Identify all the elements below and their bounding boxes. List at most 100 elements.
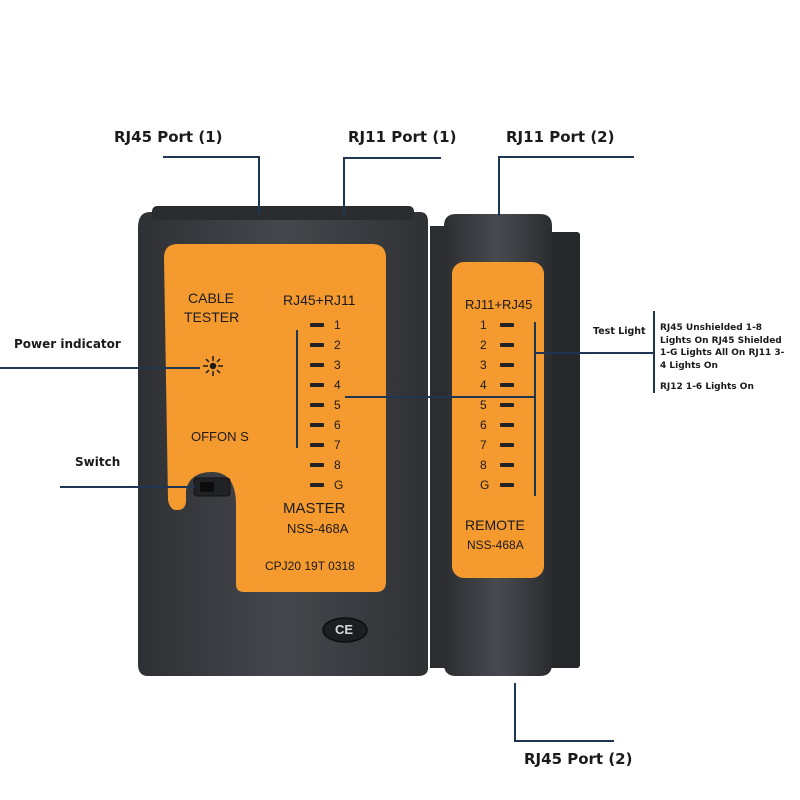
master-led bbox=[310, 363, 324, 367]
master-led-number: 8 bbox=[334, 458, 341, 472]
master-orange-panel bbox=[164, 244, 386, 592]
master-ports-label: RJ45+RJ11 bbox=[283, 292, 356, 308]
rj11-port-2-leader bbox=[498, 156, 634, 158]
rj45-port-2-label: RJ45 Port (2) bbox=[524, 750, 633, 768]
rj45-port-2-leader-v bbox=[514, 683, 516, 741]
remote-led-number: 5 bbox=[480, 398, 487, 412]
remote-led bbox=[500, 403, 514, 407]
remote-led-row: 4 bbox=[480, 378, 514, 392]
rj11-port-1-leader bbox=[343, 157, 441, 159]
master-led-row: 8 bbox=[310, 458, 348, 472]
master-led-row: 4 bbox=[310, 378, 348, 392]
rj11-port-1-label: RJ11 Port (1) bbox=[348, 128, 457, 146]
master-title-line1: CABLE bbox=[188, 290, 234, 306]
master-name: MASTER bbox=[283, 500, 346, 517]
master-led bbox=[310, 463, 324, 467]
remote-led-row: G bbox=[480, 478, 514, 492]
remote-led bbox=[500, 423, 514, 427]
master-led-bracket-mid bbox=[296, 396, 298, 398]
master-led bbox=[310, 403, 324, 407]
rj11-port-2-leader-v bbox=[498, 156, 500, 216]
master-led-number: 7 bbox=[334, 438, 341, 452]
remote-orange-panel bbox=[452, 262, 544, 578]
master-led-row: 6 bbox=[310, 418, 348, 432]
test-light-link bbox=[345, 396, 534, 398]
master-led-row: 2 bbox=[310, 338, 348, 352]
remote-led-number: 2 bbox=[480, 338, 487, 352]
note-line: 4 Lights On bbox=[660, 360, 718, 371]
remote-rail bbox=[548, 232, 580, 668]
power-switch-knob bbox=[200, 482, 214, 492]
remote-led bbox=[500, 363, 514, 367]
rj11-port-1-leader-v bbox=[343, 157, 345, 215]
switch-label: Switch bbox=[75, 455, 121, 469]
power-indicator-label: Power indicator bbox=[14, 337, 121, 351]
master-led bbox=[310, 483, 324, 487]
remote-led-number: 3 bbox=[480, 358, 487, 372]
remote-led-number: 6 bbox=[480, 418, 487, 432]
test-light-label: Test Light bbox=[593, 326, 646, 337]
remote-led bbox=[500, 443, 514, 447]
note-line: 1-G Lights All On RJ11 3- bbox=[660, 348, 785, 358]
remote-led-bracket bbox=[534, 322, 536, 496]
master-led-row: 1 bbox=[310, 318, 348, 332]
remote-led bbox=[500, 323, 514, 327]
remote-led-number: 1 bbox=[480, 318, 487, 332]
master-led-row: 5 bbox=[310, 398, 348, 412]
rj45-port-2-leader bbox=[514, 740, 614, 742]
ce-mark: CE bbox=[335, 622, 354, 637]
master-led-number: 6 bbox=[334, 418, 341, 432]
remote-led-row: 8 bbox=[480, 458, 514, 472]
rj45-port-1-leader bbox=[163, 156, 259, 158]
remote-led bbox=[500, 483, 514, 487]
power-indicator-leader bbox=[0, 367, 200, 369]
remote-led-row: 1 bbox=[480, 318, 514, 332]
master-led bbox=[310, 383, 324, 387]
master-led-row: 7 bbox=[310, 438, 348, 452]
master-model: NSS-468A bbox=[287, 521, 349, 536]
test-light-leader bbox=[534, 352, 654, 354]
master-led-row: 3 bbox=[310, 358, 348, 372]
ce-badge bbox=[322, 617, 368, 643]
remote-ports-label: RJ11+RJ45 bbox=[465, 297, 533, 312]
remote-led-row: 2 bbox=[480, 338, 514, 352]
master-led bbox=[310, 323, 324, 327]
remote-led-row: 7 bbox=[480, 438, 514, 452]
note-line: Lights On RJ45 Shielded bbox=[660, 335, 782, 346]
remote-led-number: 8 bbox=[480, 458, 487, 472]
switch-leader bbox=[60, 486, 195, 488]
remote-model: NSS-468A bbox=[467, 538, 524, 552]
rj11-port-2-label: RJ11 Port (2) bbox=[506, 128, 615, 146]
master-switch-label: OFFON S bbox=[191, 429, 249, 444]
master-led-number: 5 bbox=[334, 398, 341, 412]
note-line: RJ12 1-6 Lights On bbox=[660, 382, 754, 392]
master-led-number: 1 bbox=[334, 318, 341, 332]
master-led-number: G bbox=[334, 478, 344, 492]
master-port-top bbox=[152, 206, 414, 220]
remote-led-row: 5 bbox=[480, 398, 514, 412]
master-led-number: 4 bbox=[334, 378, 341, 392]
remote-led bbox=[500, 463, 514, 467]
master-led bbox=[310, 443, 324, 447]
master-led-number: 2 bbox=[334, 338, 341, 352]
master-led bbox=[310, 343, 324, 347]
test-light-bracket bbox=[653, 311, 655, 393]
master-led-row: G bbox=[310, 478, 348, 492]
master-title-line2: TESTER bbox=[184, 309, 240, 325]
power-indicator-light bbox=[203, 356, 223, 376]
remote-connector bbox=[430, 226, 448, 668]
remote-led bbox=[500, 343, 514, 347]
test-light-notes: RJ45 Unshielded 1-8 Lights On RJ45 Shiel… bbox=[660, 322, 784, 394]
remote-led-number: 4 bbox=[480, 378, 487, 392]
master-led-number: 3 bbox=[334, 358, 341, 372]
remote-led bbox=[500, 383, 514, 387]
master-led-bracket bbox=[296, 330, 298, 448]
remote-name: REMOTE bbox=[465, 517, 525, 533]
rj45-port-1-leader-v bbox=[258, 156, 260, 214]
remote-led-row: 6 bbox=[480, 418, 514, 432]
remote-led-number: G bbox=[480, 478, 490, 492]
master-serial: CPJ20 19T 0318 bbox=[265, 559, 355, 573]
rj45-port-1-label: RJ45 Port (1) bbox=[114, 128, 223, 146]
remote-led-row: 3 bbox=[480, 358, 514, 372]
